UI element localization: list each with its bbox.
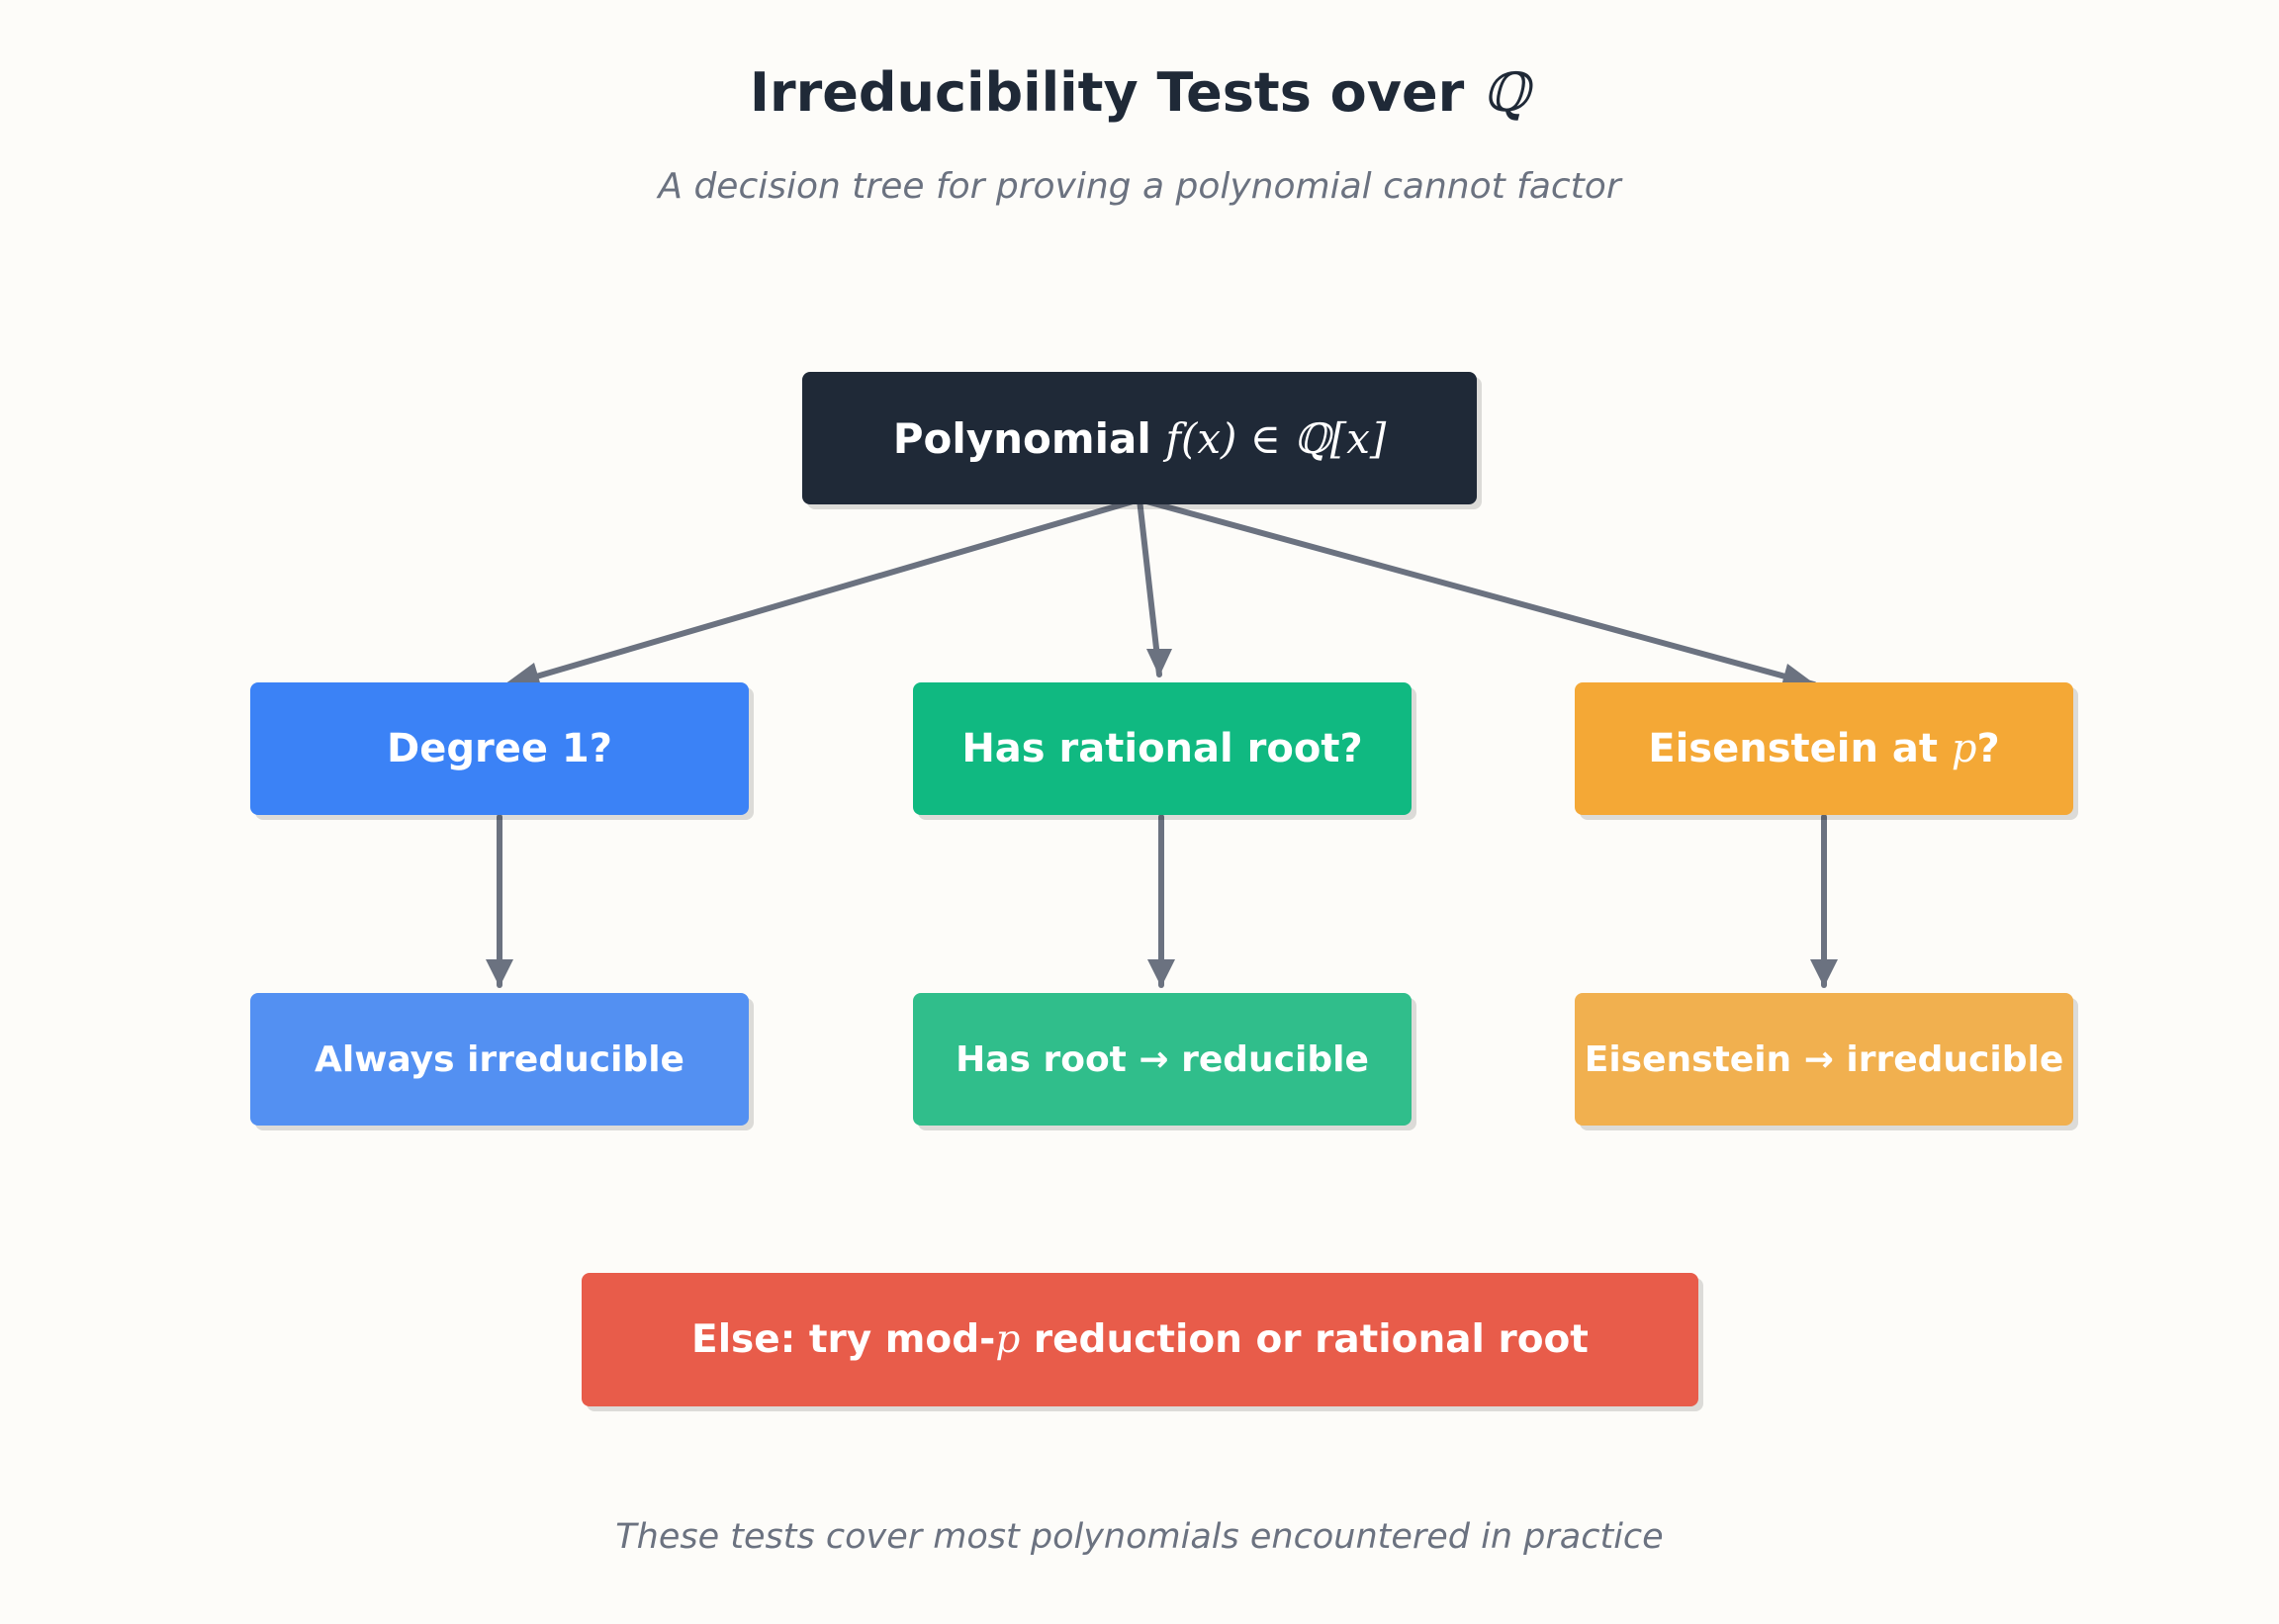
eisenstein-result-label: Eisenstein → irreducible bbox=[1584, 1038, 2064, 1080]
degree-node-label: Degree 1? bbox=[387, 726, 612, 771]
rational-root-node: Has rational root? bbox=[913, 682, 1412, 815]
eisenstein-node-math: p bbox=[1951, 726, 1977, 771]
edge-root-to-rational bbox=[1137, 496, 1162, 677]
degree-result-label: Always irreducible bbox=[315, 1038, 684, 1080]
degree-result-node: Always irreducible bbox=[250, 993, 749, 1126]
root-node-label: Polynomial bbox=[892, 413, 1151, 463]
diagram-title: Irreducibility Tests over ℚ bbox=[0, 61, 2279, 124]
eisenstein-result-node: Eisenstein → irreducible bbox=[1575, 993, 2073, 1126]
root-node-math: f(x) ∈ ℚ[x] bbox=[1165, 413, 1387, 463]
rational-result-label: Has root → reducible bbox=[956, 1038, 1369, 1080]
edge-root-to-degree bbox=[506, 496, 1142, 687]
rational-root-node-label: Has rational root? bbox=[961, 726, 1363, 771]
edge-root-to-eisenstein bbox=[1137, 496, 1817, 687]
fallback-math: p bbox=[995, 1317, 1021, 1362]
arrowhead-rational-result bbox=[1147, 959, 1175, 987]
fallback-node: Else: try mod-p reduction or rational ro… bbox=[582, 1273, 1698, 1406]
diagram-subtitle: A decision tree for proving a polynomial… bbox=[658, 166, 1621, 207]
arrowhead-eisenstein-result bbox=[1810, 959, 1838, 987]
rational-result-node: Has root → reducible bbox=[913, 993, 1412, 1126]
footer-note: These tests cover most polynomials encou… bbox=[615, 1517, 1664, 1557]
fallback-suffix: reduction or rational root bbox=[1020, 1317, 1589, 1362]
arrowhead-degree-result bbox=[486, 959, 513, 987]
eisenstein-node: Eisenstein at p? bbox=[1575, 682, 2073, 815]
degree-node: Degree 1? bbox=[250, 682, 749, 815]
arrowhead-rational bbox=[1146, 649, 1172, 677]
root-node: Polynomial f(x) ∈ ℚ[x] bbox=[802, 372, 1477, 504]
fallback-prefix: Else: try mod- bbox=[691, 1317, 996, 1362]
rationals-symbol: ℚ bbox=[1483, 61, 1530, 124]
eisenstein-node-label: Eisenstein at bbox=[1648, 726, 1938, 771]
eisenstein-node-suffix: ? bbox=[1976, 726, 2000, 771]
diagram-title-text: Irreducibility Tests over bbox=[749, 61, 1465, 124]
